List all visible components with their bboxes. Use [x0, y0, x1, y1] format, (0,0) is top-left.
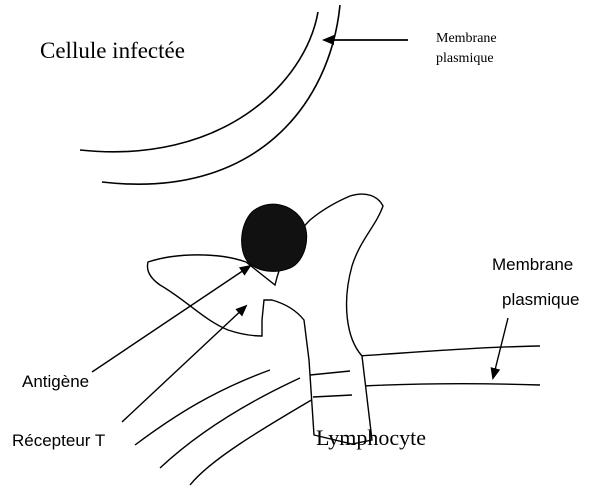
infected-cell-label: Cellule infectée — [40, 38, 185, 63]
infected-cell-membrane — [80, 5, 340, 184]
antigen-label: Antigène — [22, 372, 89, 391]
membrane-right-label-line1: Membrane — [492, 255, 573, 274]
lymphocyte-label: Lymphocyte — [316, 425, 426, 450]
antigen-blob — [242, 204, 307, 271]
t-receptor-label: Récepteur T — [12, 431, 105, 450]
membrane-top-label-line2: plasmique — [436, 51, 494, 66]
membrane-right-label-line2: plasmique — [502, 290, 580, 309]
lymphocyte-membrane-right — [358, 346, 540, 386]
infected-cell-membrane-inner — [102, 5, 340, 184]
membrane-top-label-line1: Membrane — [436, 31, 497, 46]
lymphocyte-membrane — [135, 370, 320, 485]
t-receptor-arrow — [122, 306, 246, 422]
